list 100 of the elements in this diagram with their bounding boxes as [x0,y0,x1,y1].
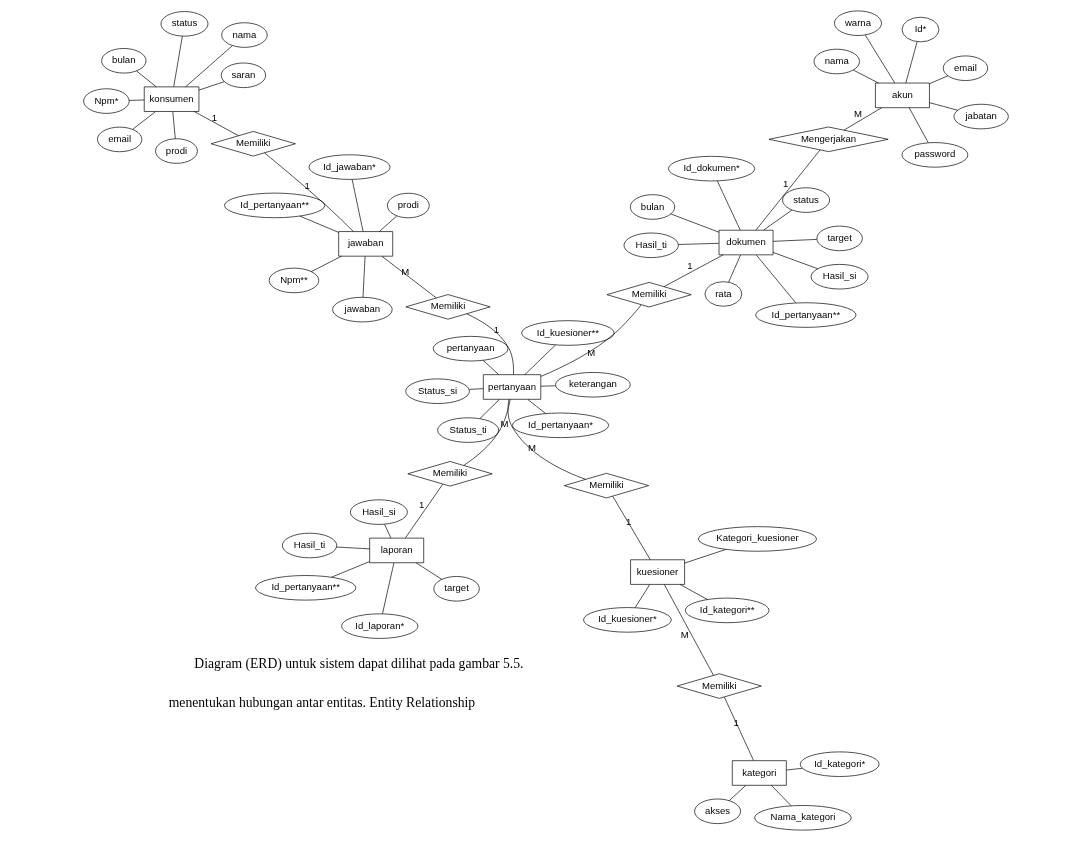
connector [540,385,556,387]
connector [852,69,879,84]
node-ellipse: rata [704,281,742,307]
node-ellipse: Npm** [268,267,319,294]
connector [310,255,342,272]
node-diamond: Memiliki [406,461,492,487]
connector [755,254,796,304]
node-ellipse: Id_kategori* [799,751,879,777]
node-ellipse: warna [833,10,882,36]
edge-label: 1 [493,323,499,335]
edge-label: M [400,266,409,278]
connector [263,152,354,232]
connector [928,102,958,111]
connector [663,584,714,676]
edge-label: M [680,629,689,640]
node-ellipse: Npm* [82,88,129,114]
connector [128,99,144,101]
connector [843,107,882,131]
node-ellipse: Hasil_si [349,499,408,525]
node-ellipse: Id_jawaban* [308,154,390,180]
edge-label: M [853,107,862,119]
node-diamond: Memiliki [676,673,762,699]
connector [299,215,339,233]
connector [381,562,394,614]
node-ellipse: email [96,126,142,153]
connector [755,149,820,231]
connector [198,81,225,91]
connector [193,111,239,136]
connector [727,254,741,283]
connector [415,562,442,580]
node-ellipse: Hasil_ti [281,532,337,559]
connector [785,767,803,771]
connector [463,399,511,466]
node-ellipse: Hasil_ti [623,232,679,258]
node-ellipse: Id_pertanyaan** [254,575,356,601]
node-ellipse: Id_kategori** [684,597,769,624]
node-ellipse: prodi [386,192,430,219]
node-ellipse: bulan [100,48,146,74]
node-box: akun [874,82,930,109]
node-ellipse: Id* [901,16,939,43]
node-box: laporan [368,537,424,564]
node-ellipse: password [901,142,968,168]
connector [679,584,708,600]
connector [135,70,157,88]
node-ellipse: pertanyaan [432,336,508,362]
connector [728,785,746,801]
connector [634,584,650,608]
node-ellipse: bulan [629,194,675,220]
node-diamond: Memiliki [405,294,491,320]
edge-label: M [527,442,536,454]
edge-label: 1 [625,516,631,528]
node-ellipse: Status_si [404,378,470,404]
connector [670,213,719,233]
node-ellipse: target [816,225,863,252]
edge-label: 1 [686,259,693,271]
connector [184,45,233,88]
edge-label: 1 [304,179,310,191]
edge-label: 1 [782,178,788,190]
connector [335,546,370,550]
node-diamond: Memiliki [606,282,692,308]
edge-label: M [499,418,508,430]
node-ellipse: Kategori_kuesioner [697,526,817,552]
node-ellipse: nama [813,48,860,75]
node-ellipse: akses [693,798,741,824]
node-ellipse: Id_dokumen* [667,156,755,182]
connector [928,75,948,85]
label: Diagram (ERD) untuk sistem dapat dilihat pada gambar 5.5. [193,656,523,672]
connector [523,344,556,375]
node-ellipse: saran [220,62,266,88]
node-ellipse: keterangan [554,372,631,398]
node-ellipse: jabatan [953,103,1009,130]
connector [540,304,641,377]
connector [330,561,370,578]
connector [716,180,741,231]
node-diamond: Memiliki [210,131,296,157]
node-ellipse: Id_kuesioner** [520,320,615,346]
node-diamond: Memiliki [563,472,649,499]
connector [362,256,365,298]
node-ellipse: Status_ti [436,417,499,443]
node-ellipse: Nama_kategori [753,805,852,831]
connector [683,549,726,564]
node-ellipse: email [942,55,988,81]
connector [482,360,499,375]
node-ellipse: Id_laporan* [340,613,418,639]
connector [381,256,437,299]
connector [527,399,546,414]
node-box: kuesioner [629,559,685,585]
connector [172,35,183,88]
connector [479,399,500,419]
connector [507,399,586,480]
node-box: dokumen [718,229,773,256]
connector [864,34,895,84]
connector [132,111,156,130]
connector [677,243,719,245]
connector [762,209,792,231]
node-ellipse: status [160,11,208,37]
connector [465,313,514,375]
node-box: pertanyaan [482,374,541,400]
node-ellipse: Id_pertanyaan* [511,412,609,438]
node-box: kategori [731,760,787,786]
